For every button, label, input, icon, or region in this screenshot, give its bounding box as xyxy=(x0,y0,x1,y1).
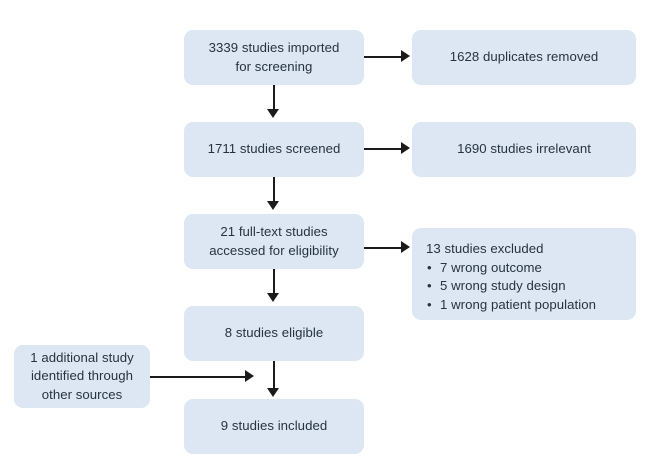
node-studies-included: 9 studies included xyxy=(184,399,364,454)
node-studies-excluded-reason-list: 7 wrong outcome 5 wrong study design 1 w… xyxy=(426,259,596,315)
node-studies-excluded-header: 13 studies excluded xyxy=(426,241,544,256)
node-studies-screened: 1711 studies screened xyxy=(184,122,364,177)
connector-fulltext-to-excluded-arrowhead xyxy=(401,241,410,253)
connector-fulltext-to-excluded-line xyxy=(364,247,404,249)
connector-fulltext-to-eligible-line xyxy=(273,269,275,295)
node-studies-included-line-1: 9 studies included xyxy=(220,418,328,434)
node-studies-screened-line-1: 1711 studies screened xyxy=(207,141,341,157)
node-additional-study-line-2: identified through xyxy=(30,368,134,384)
connector-eligible-to-included-arrowhead xyxy=(267,388,279,397)
node-studies-imported-line-2: for screening xyxy=(235,58,313,74)
connector-eligible-to-included-line xyxy=(273,361,275,390)
node-studies-irrelevant: 1690 studies irrelevant xyxy=(412,122,636,177)
exclusion-reason-item: 5 wrong study design xyxy=(426,277,596,296)
connector-fulltext-to-eligible-arrowhead xyxy=(267,293,279,302)
exclusion-reason-item: 1 wrong patient population xyxy=(426,296,596,315)
node-fulltext-accessed-line-2: accessed for eligibility xyxy=(209,242,339,258)
node-studies-eligible-line-1: 8 studies eligible xyxy=(224,325,324,341)
node-additional-study-line-1: 1 additional study xyxy=(30,349,134,365)
connector-imported-to-duplicates-arrowhead xyxy=(401,50,410,62)
node-additional-study-line-3: other sources xyxy=(41,386,123,402)
node-fulltext-accessed-line-1: 21 full-text studies xyxy=(220,224,328,239)
connector-additional-to-included-line xyxy=(150,376,248,378)
connector-screened-to-fulltext-line xyxy=(273,177,275,203)
node-studies-irrelevant-line-1: 1690 studies irrelevant xyxy=(457,141,591,157)
node-studies-imported-line-1: 3339 studies imported xyxy=(208,40,340,55)
connector-imported-to-screened-line xyxy=(273,85,275,111)
connector-imported-to-screened-arrowhead xyxy=(267,109,279,118)
node-studies-eligible: 8 studies eligible xyxy=(184,306,364,361)
connector-screened-to-irrelevant-arrowhead xyxy=(401,142,410,154)
connector-imported-to-duplicates-line xyxy=(364,56,404,58)
connector-screened-to-irrelevant-line xyxy=(364,148,404,150)
connector-additional-to-included-arrowhead xyxy=(245,370,254,382)
node-fulltext-accessed: 21 full-text studies accessed for eligib… xyxy=(184,214,364,269)
exclusion-reason-item: 7 wrong outcome xyxy=(426,259,596,278)
node-duplicates-removed: 1628 duplicates removed xyxy=(412,30,636,85)
connector-screened-to-fulltext-arrowhead xyxy=(267,201,279,210)
node-duplicates-removed-line-1: 1628 duplicates removed xyxy=(449,49,599,65)
node-studies-imported: 3339 studies imported for screening xyxy=(184,30,364,85)
node-studies-excluded: 13 studies excluded 7 wrong outcome 5 wr… xyxy=(412,228,636,320)
node-additional-study: 1 additional study identified through ot… xyxy=(14,345,150,408)
